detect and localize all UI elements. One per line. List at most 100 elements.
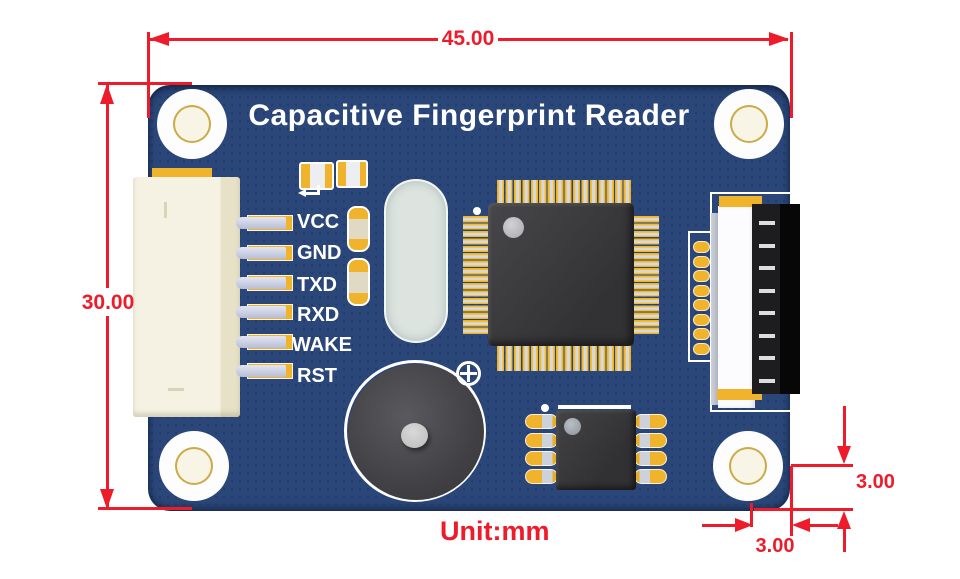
extension-line	[791, 464, 853, 467]
smd-capacitor	[336, 160, 368, 188]
extension-line	[98, 82, 192, 85]
crystal-oscillator	[384, 179, 448, 343]
header-pin-mark	[759, 334, 775, 338]
pin-label-vcc: VCC	[297, 211, 340, 233]
soic-pin	[525, 414, 558, 429]
pin-label-wake: WAKE	[292, 334, 352, 356]
mounting-hole-bore	[173, 105, 211, 143]
silkscreen-line	[558, 405, 631, 409]
connector-detail-mark	[164, 202, 167, 218]
arrowhead-down-icon	[837, 446, 851, 464]
extension-line	[790, 466, 793, 536]
soic-pin	[634, 451, 667, 466]
header-pin-mark	[759, 311, 775, 315]
soic-pin	[525, 451, 558, 466]
dimension-line-height	[106, 316, 109, 508]
mounting-hole-top-left	[157, 89, 227, 159]
extension-line	[750, 503, 753, 527]
extension-line	[790, 32, 793, 118]
silkscreen-arrow-mark	[304, 192, 320, 195]
extension-line	[147, 32, 150, 118]
header-pin-mark	[759, 266, 775, 270]
dimension-line-hole-offset	[843, 528, 846, 552]
extension-line	[98, 507, 192, 510]
dimension-line-hole-offset	[843, 406, 846, 448]
soic-pin	[634, 433, 667, 448]
pin-vcc	[236, 217, 286, 229]
dimension-hole-offset-value: 3.00	[856, 471, 895, 493]
mounting-hole-top-right	[714, 89, 784, 159]
mounting-hole-bottom-right	[713, 431, 783, 501]
fpc-pad	[693, 314, 710, 326]
dimension-line-width	[498, 38, 788, 41]
right-connector-solder-tab	[719, 196, 762, 207]
board-title: Capacitive Fingerprint Reader	[248, 99, 690, 132]
arrowhead-left-icon	[149, 32, 169, 46]
silkscreen-arrow-head	[298, 189, 306, 197]
pin-rxd	[236, 306, 286, 318]
arrowhead-up-icon	[100, 84, 114, 104]
pin-label-rxd: RXD	[297, 304, 340, 326]
dimension-line-hole-offset	[808, 524, 838, 527]
arrowhead-left-icon	[792, 518, 810, 532]
dimension-width-value: 45.00	[441, 27, 495, 50]
fpc-pad	[693, 343, 710, 355]
soic-pin	[634, 414, 667, 429]
left-connector-body	[133, 177, 240, 417]
dimension-height-value: 30.00	[81, 291, 135, 314]
buzzer-silkscreen-circle	[344, 360, 486, 502]
right-connector-body	[718, 206, 755, 408]
smd-resistor	[347, 206, 370, 252]
mounting-hole-bottom-left	[159, 431, 229, 501]
fpc-pad	[693, 256, 710, 268]
qfp-pins-right	[632, 216, 659, 335]
arrowhead-down-icon	[100, 489, 114, 509]
header-pin-mark	[759, 221, 775, 225]
header-pin-mark	[759, 244, 775, 248]
qfp-pins-left	[463, 216, 490, 335]
dimension-line-width	[148, 38, 438, 41]
mounting-hole-bore	[729, 447, 767, 485]
dimension-hole-offset-value: 3.00	[755, 535, 795, 557]
chip-pin1-dot	[503, 217, 524, 238]
pin-txd	[236, 277, 286, 289]
buzzer-sound-hole	[401, 423, 428, 448]
connector-detail-mark	[168, 388, 184, 391]
right-connector-header	[752, 204, 800, 394]
smd-resistor	[347, 258, 370, 306]
plus-polarity-icon	[456, 361, 481, 386]
plus-polarity-icon	[467, 365, 470, 382]
fpc-pad	[693, 270, 710, 282]
soic-pin	[634, 469, 667, 484]
fpc-pad	[693, 299, 710, 311]
fpc-pad	[693, 328, 710, 340]
silkscreen-pin1-dot	[541, 404, 549, 412]
extension-line	[754, 508, 853, 511]
header-pin-mark	[759, 379, 775, 383]
soic-pin	[525, 469, 558, 484]
left-connector-solder-pad	[152, 168, 212, 178]
pin-label-rst: RST	[297, 365, 337, 387]
dimension-line-height	[106, 84, 109, 288]
fpc-pad	[693, 241, 710, 253]
silkscreen-arrow-mark	[317, 185, 320, 194]
mounting-hole-bore	[730, 105, 768, 143]
soic-pin	[525, 433, 558, 448]
header-pin-mark	[759, 356, 775, 360]
pin-gnd	[236, 247, 286, 259]
right-connector-solder-tab	[717, 389, 762, 400]
unit-label: Unit:mm	[440, 516, 550, 546]
pin-label-txd: TXD	[297, 274, 337, 296]
header-pin-mark	[759, 289, 775, 293]
pin-wake	[236, 336, 286, 348]
arrowhead-right-icon	[769, 32, 789, 46]
fpc-pad	[693, 285, 710, 297]
chip-pin1-dot	[564, 418, 581, 435]
pin-label-gnd: GND	[297, 242, 342, 264]
silkscreen-pin1-dot	[473, 207, 481, 215]
qfp-pins-top	[497, 180, 632, 206]
arrowhead-right-icon	[735, 518, 753, 532]
mounting-hole-bore	[175, 447, 213, 485]
right-connector-metal-edge	[711, 213, 720, 405]
